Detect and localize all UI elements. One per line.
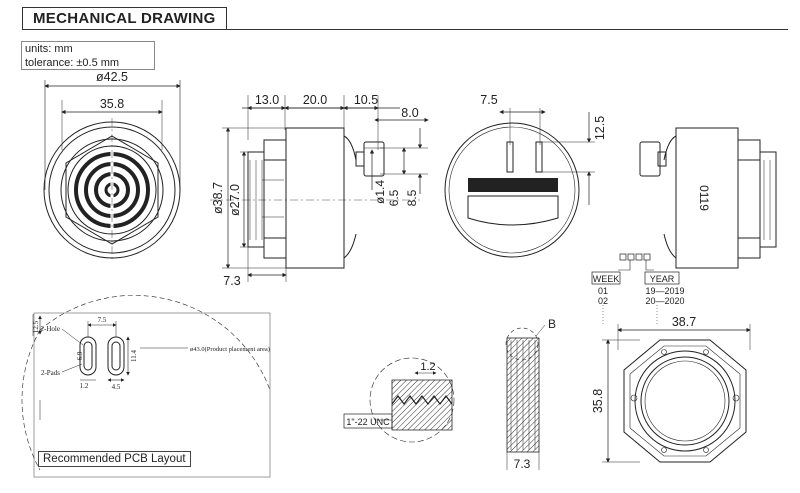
pin-h1: 6.5 xyxy=(387,189,401,206)
pcb-dim-hole: 6.9 xyxy=(76,351,84,360)
pcb-hole-label: 2-Hole xyxy=(41,325,60,333)
hex-height: 35.8 xyxy=(591,389,605,413)
section-view xyxy=(505,324,546,470)
tolerance-label: tolerance: ±0.5 mm xyxy=(25,57,120,69)
top-pin-spacing: 7.5 xyxy=(480,93,497,107)
week-label: WEEK xyxy=(593,274,620,284)
header-rule xyxy=(22,29,788,30)
hex-view xyxy=(602,324,751,463)
pcb-dim-bottom: 4.5 xyxy=(112,383,121,391)
side-bottom-dim: 7.3 xyxy=(223,274,240,288)
section-detail-label: B xyxy=(548,317,556,331)
section-width: 7.3 xyxy=(514,457,531,471)
pcb-placement-note: ø43.0(Product placement area) xyxy=(190,346,270,353)
top-label-band xyxy=(468,178,558,192)
front-view xyxy=(43,80,181,262)
hex-width: 38.7 xyxy=(672,315,696,329)
thread-detail xyxy=(343,357,455,443)
pcb-dim-left: 12.5 xyxy=(32,320,40,333)
week-value-1: 01 xyxy=(598,286,608,296)
back-view xyxy=(591,127,777,325)
side-inner-dia: ø27.0 xyxy=(228,184,242,216)
thread-spec: 1"-22 UNC xyxy=(346,417,390,427)
side-dim-4: 8.0 xyxy=(401,106,418,120)
front-inner-width: 35.8 xyxy=(100,97,124,111)
year-value-1: 19—2019 xyxy=(645,286,684,296)
side-view xyxy=(210,95,429,282)
section-title: MECHANICAL DRAWING xyxy=(22,7,227,30)
thread-pitch: 1.2 xyxy=(420,361,435,373)
section-header: MECHANICAL DRAWING xyxy=(22,7,788,31)
side-dim-1: 13.0 xyxy=(255,93,279,107)
side-outer-dia: ø38.7 xyxy=(211,182,225,214)
back-label: 0119 xyxy=(697,185,711,211)
pcb-dim-pad-w: 1.2 xyxy=(80,382,89,390)
year-label: YEAR xyxy=(650,274,675,284)
pin-dia: ø1.4 xyxy=(373,180,387,204)
front-outer-dia: ø42.5 xyxy=(96,70,128,84)
units-box: units: mm tolerance: ±0.5 mm xyxy=(21,41,155,70)
week-value-2: 02 xyxy=(598,296,608,306)
top-pin-height: 12.5 xyxy=(593,116,607,140)
pcb-dim-right: 11.4 xyxy=(130,350,138,362)
pcb-pads-label: 2-Pads xyxy=(41,369,60,377)
pcb-layout xyxy=(21,295,271,478)
pcb-dim-top: 7.5 xyxy=(98,316,107,324)
year-value-2: 20—2020 xyxy=(645,296,684,306)
top-view xyxy=(444,108,595,258)
units-label: units: mm xyxy=(25,43,73,55)
pin-h2: 8.5 xyxy=(405,189,419,206)
side-dim-2: 20.0 xyxy=(303,93,327,107)
side-dim-3: 10.5 xyxy=(354,93,378,107)
pcb-caption: Recommended PCB Layout xyxy=(38,451,191,467)
